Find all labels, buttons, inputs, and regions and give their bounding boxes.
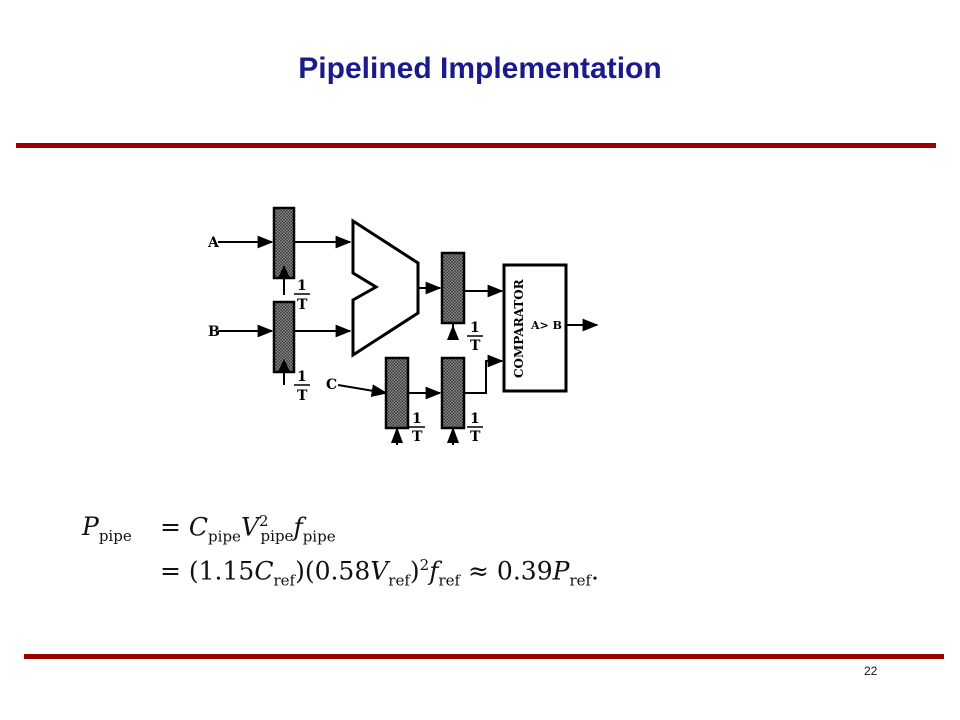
clock-den-c1: T — [412, 429, 423, 445]
clock-den-b: T — [297, 388, 308, 404]
clock-num-sum: 1 — [470, 320, 480, 336]
comparator-output-label: A> B — [530, 319, 562, 332]
clock-num-a: 1 — [297, 278, 307, 294]
clock-den-a: T — [297, 297, 308, 313]
clock-den-sum: T — [470, 338, 481, 354]
adder-block — [351, 218, 420, 358]
wire-c — [337, 384, 388, 397]
clock-arrow-a — [278, 265, 290, 278]
input-b-label: B — [208, 324, 220, 340]
comparator-block — [502, 263, 568, 393]
eq-rhs-1: = CpipeV2pipefpipe — [160, 512, 336, 546]
input-a-label: A — [207, 235, 220, 251]
clock-num-b: 1 — [297, 369, 307, 385]
eq-lhs: Ppipe — [82, 512, 132, 545]
equation-line-1: Ppipe = CpipeV2pipefpipe — [82, 512, 722, 556]
comparator-label: COMPARATOR — [512, 278, 526, 378]
slide-title: Pipelined Implementation — [298, 52, 662, 85]
clock-arrow-b — [278, 359, 290, 372]
top-divider — [16, 143, 936, 148]
register-c2 — [440, 356, 466, 430]
clock-num-c1: 1 — [412, 411, 422, 427]
register-sum — [440, 251, 466, 325]
register-c1 — [384, 356, 410, 430]
pipeline-diagram: A B C 1 T 1 T 1 T 1 T 1 T COMPARATOR A> — [207, 206, 599, 445]
clock-num-c2: 1 — [470, 411, 480, 427]
bottom-divider — [24, 654, 944, 659]
eq-rhs-2: = (1.15Cref)(0.58Vref)2fref ≈ 0.39Pref. — [160, 556, 599, 590]
power-equation: Ppipe = CpipeV2pipefpipe = (1.15Cref)(0.… — [82, 512, 722, 600]
slide-number: 22 — [864, 664, 878, 678]
equation-line-2: = (1.15Cref)(0.58Vref)2fref ≈ 0.39Pref. — [82, 556, 722, 600]
clock-den-c2: T — [470, 429, 481, 445]
input-c-label: C — [326, 377, 337, 393]
